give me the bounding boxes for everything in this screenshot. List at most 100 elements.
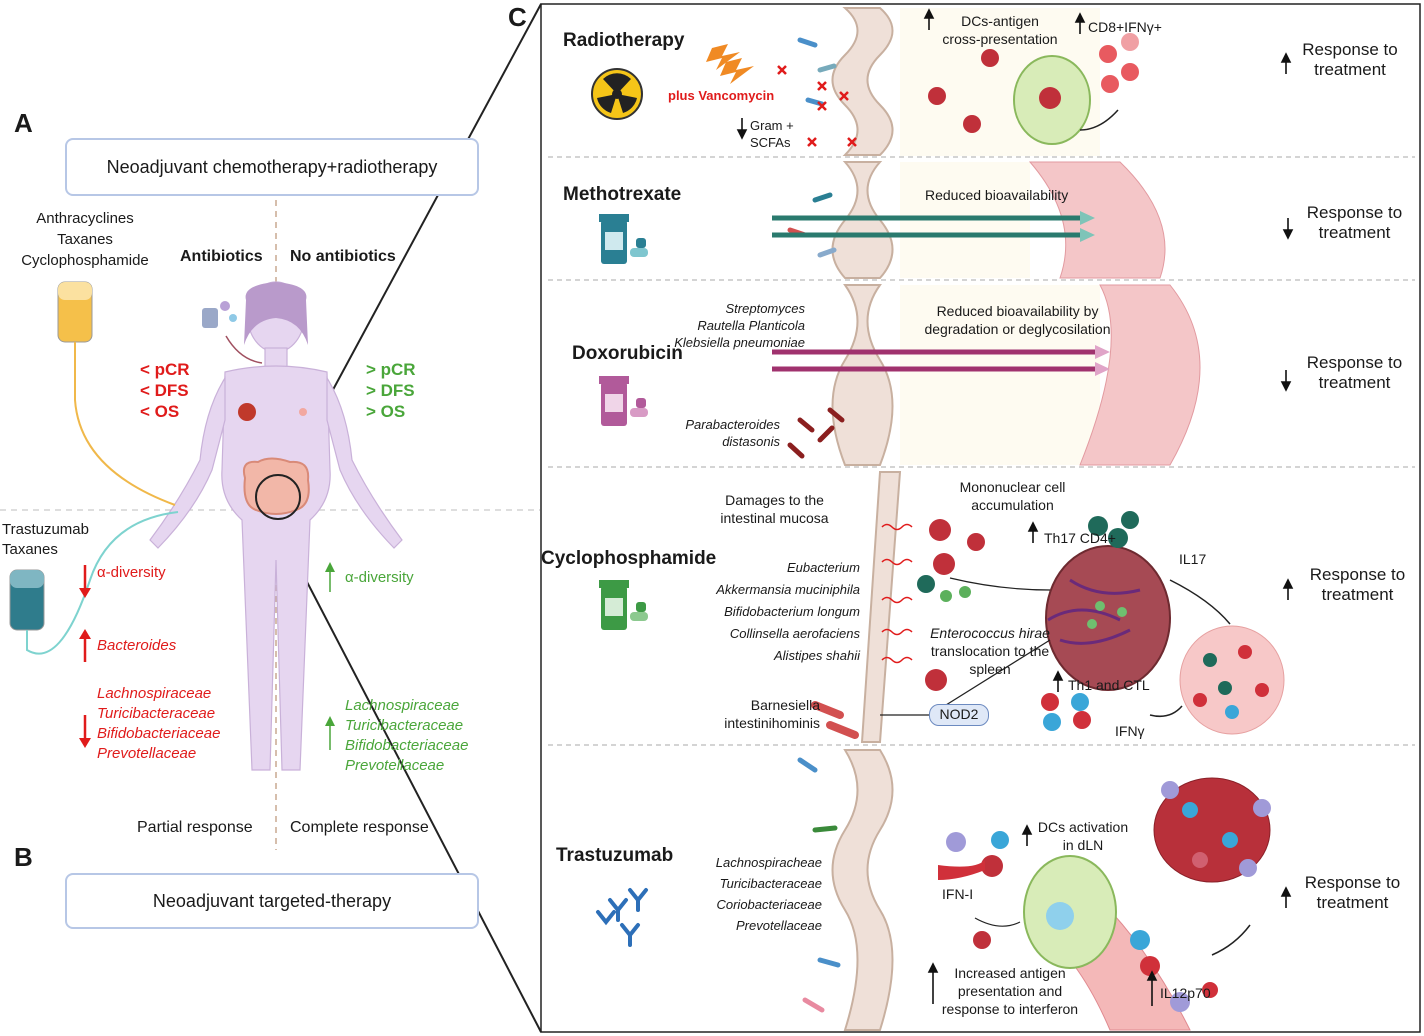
- col-antibiotics: Antibiotics: [180, 248, 263, 265]
- alpha-diversity-higher: α-diversity: [345, 569, 414, 586]
- partial-response-label: Partial response: [137, 819, 253, 836]
- parabac-l1: Parabacteroides: [685, 417, 780, 432]
- doxo-response-l1: Response to: [1306, 353, 1403, 372]
- damage-l1: Damages to the: [725, 492, 824, 508]
- panel-b-title: Neoadjuvant targeted-therapy: [152, 890, 392, 911]
- barnesiella-label: Barnesiella intestinihominis: [700, 696, 820, 732]
- ifn-i-label: IFN-I: [942, 886, 974, 902]
- bac-alistipes: Alistipes shahii: [774, 648, 860, 663]
- targeted-drug-list: Trastuzumab Taxanes: [2, 520, 89, 560]
- th1-ctl-label: Th1 and CTL: [1068, 677, 1150, 693]
- radio-response-l1: Response to: [1302, 40, 1398, 59]
- outcome-dfs-lower: < DFS: [140, 381, 189, 400]
- bac-eubacterium: Eubacterium: [787, 560, 860, 575]
- cd8-label: CD8+IFNγ+: [1088, 19, 1162, 35]
- arrow-il17-to-tumor: [1169, 579, 1231, 625]
- panel-b-arrows: [79, 562, 335, 750]
- doxo-shade: [900, 285, 1100, 465]
- doxo-arrows: [772, 345, 1110, 376]
- iv-bag-targeted: [9, 511, 179, 655]
- drug-bottle-purple-icon: [599, 376, 648, 426]
- bac-collinsella: Collinsella aerofaciens: [729, 626, 860, 641]
- dcs-line2: cross-presentation: [942, 31, 1058, 47]
- doxo-effect: Reduced bioavailability by degradation o…: [905, 302, 1130, 338]
- family-prevotellaceae-l: Prevotellaceae: [97, 745, 197, 762]
- doxo-effect-l1: Reduced bioavailability by: [936, 303, 1099, 319]
- il12p70-label: IL12p70: [1160, 985, 1211, 1001]
- doxo-response-l2: treatment: [1318, 373, 1391, 392]
- panel-c-frame: [540, 3, 1421, 1033]
- metho-response: Response to treatment: [1297, 203, 1412, 243]
- trastu-response: Response to treatment: [1295, 873, 1410, 913]
- th17-cells: [917, 511, 1139, 602]
- doxorubicin-title: Doxorubicin: [572, 343, 683, 364]
- family-lachnospiraceae-l: Lachnospiraceae: [97, 685, 212, 702]
- dcs-activation-label: DCs activation in dLN: [1033, 818, 1133, 854]
- dendritic-cells: [925, 49, 1003, 949]
- bac-streptomyces: Streptomyces: [725, 301, 805, 316]
- drug-taxanes: Taxanes: [57, 231, 113, 248]
- iv-bag-chemo: [57, 281, 176, 506]
- dcs-cross-presentation: DCs-antigen cross-presentation: [935, 12, 1065, 48]
- antibiotic-outcomes: < pCR < DFS < OS: [140, 359, 190, 422]
- radiation-icon: [591, 68, 643, 120]
- dcs-act-l2: in dLN: [1062, 837, 1104, 853]
- family-bifidobacteriaceae-r: Bifidobacteriaceae: [345, 737, 469, 754]
- families-higher: Lachnospiraceae Turicibacteraceae Bifido…: [345, 696, 468, 776]
- radiotherapy-title: Radiotherapy: [563, 30, 685, 51]
- outcome-pcr-lower: < pCR: [140, 360, 190, 379]
- blood-vessel-doxo: [1079, 284, 1201, 466]
- drug-bottle-teal-icon: [599, 214, 648, 264]
- dcs-act-l1: DCs activation: [1037, 819, 1129, 835]
- mononuclear-label: Mononuclear cell accumulation: [945, 478, 1080, 514]
- radio-response: Response to treatment: [1295, 40, 1405, 80]
- trastu-fam-lachno: Lachnospiracheae: [715, 855, 822, 870]
- intestine-illustration: [238, 403, 310, 520]
- trastu-immune-cells: [946, 831, 1218, 1012]
- tumor-cyclo: [1179, 625, 1285, 735]
- outcome-dfs-higher: > DFS: [366, 381, 415, 400]
- trastu-response-l2: treatment: [1316, 893, 1389, 912]
- dcs-line1: DCs-antigen: [961, 13, 1039, 29]
- drug-cyclophosphamide: Cyclophosphamide: [21, 252, 149, 269]
- cyclo-response: Response to treatment: [1300, 565, 1415, 605]
- mononuclear-l2: accumulation: [971, 497, 1054, 513]
- gram-scfa-label: Gram + SCFAs: [750, 117, 794, 151]
- drug-trastuzumab: Trastuzumab: [2, 521, 89, 538]
- cyclo-response-l2: treatment: [1321, 585, 1394, 604]
- barnesiella-l2: intestinihominis: [724, 715, 820, 731]
- antigen-l1: Increased antigen: [954, 965, 1066, 981]
- families-lower: Lachnospiraceae Turicibacteraceae Bifido…: [97, 684, 220, 764]
- col-no-antibiotics: No antibiotics: [290, 248, 396, 265]
- zoom-line-bottom: [279, 529, 542, 1033]
- arrow-ifn: [974, 917, 1021, 927]
- panel-a-letter: A: [14, 108, 33, 138]
- spleen-illustration: [1045, 545, 1171, 691]
- outcome-os-higher: > OS: [366, 402, 406, 421]
- lymph-node-trastu: [1023, 855, 1117, 969]
- bac-klebsiella: Klebsiella pneumoniae: [674, 335, 805, 350]
- cd8-cells: [1099, 33, 1139, 93]
- metho-effect: Reduced bioavailability: [925, 187, 1069, 203]
- barnesiella-l1: Barnesiella: [750, 697, 820, 713]
- antibiotic-pills-icon: [202, 301, 263, 364]
- panel-c-letter: C: [508, 2, 527, 32]
- blood-vessel-metho: [1028, 161, 1166, 279]
- drug-taxanes-b: Taxanes: [2, 541, 58, 558]
- th1-ctl-cells: [1041, 693, 1091, 731]
- trastuzumab-title: Trastuzumab: [556, 845, 674, 866]
- antigen-presentation-label: Increased antigen presentation and respo…: [935, 964, 1085, 1018]
- tumor-trastu: [1153, 777, 1271, 883]
- red-x-marks: [777, 65, 857, 147]
- vancomycin-label: plus Vancomycin: [668, 88, 775, 103]
- nod2-badge: NOD2: [929, 704, 989, 726]
- cyclophosphamide-title: Cyclophosphamide: [541, 548, 717, 569]
- trastu-fam-corio: Coriobacteriaceae: [716, 897, 822, 912]
- panel-a-title: Neoadjuvant chemotherapy+radiotherapy: [106, 156, 438, 177]
- th17-label: Th17 CD4+: [1044, 530, 1116, 546]
- doxo-effect-l2: degradation or deglycosilation: [924, 321, 1111, 337]
- metho-arrows: [772, 211, 1095, 242]
- damage-waves: [881, 523, 913, 664]
- trastu-families: Lachnospiracheae Turicibacteraceae Corio…: [690, 852, 822, 936]
- bac-bifidobacterium: Bifidobacterium longum: [724, 604, 860, 619]
